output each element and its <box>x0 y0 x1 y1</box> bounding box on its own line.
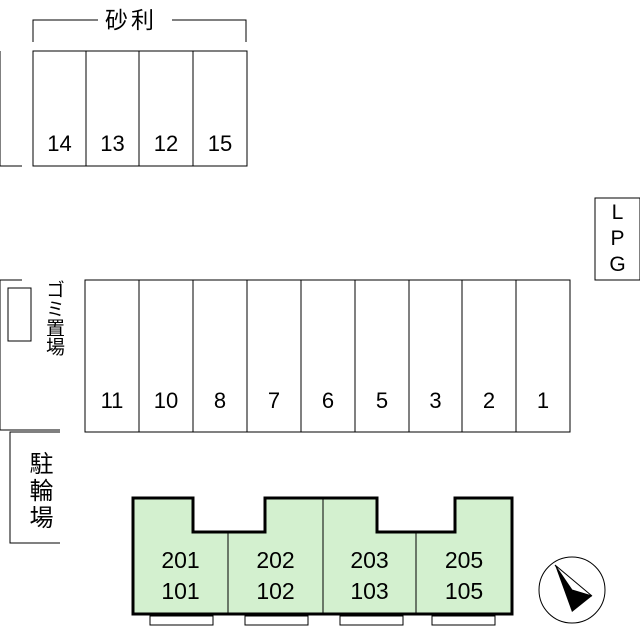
parking-space-label: 8 <box>213 388 227 413</box>
unit-number-upper: 203 <box>350 547 389 573</box>
unit-number-upper: 202 <box>256 547 295 573</box>
parking-space-label: 10 <box>153 388 179 413</box>
step <box>339 615 404 626</box>
north-arrow-icon <box>538 556 606 624</box>
parking-space-label: 1 <box>536 388 550 413</box>
parking-space-label: 15 <box>207 131 233 156</box>
parking-space-label: 2 <box>482 388 496 413</box>
parking-space-label: 11 <box>100 388 124 413</box>
garbage-box <box>7 287 32 342</box>
gravel-parking-block <box>32 50 248 167</box>
gravel-bracket <box>32 19 247 42</box>
unit-number-lower: 101 <box>161 578 200 604</box>
parking-space-label: 7 <box>267 388 281 413</box>
parking-space-label: 5 <box>375 388 389 413</box>
gravel-label: 砂利 <box>105 7 157 33</box>
unit-number-lower: 105 <box>444 578 484 604</box>
step <box>244 615 309 626</box>
boundary-line-top <box>0 51 22 167</box>
parking-space-label: 13 <box>100 131 125 156</box>
step <box>431 615 496 626</box>
unit-number-upper: 205 <box>444 547 484 573</box>
bicycle-label: 駐輪場 <box>25 451 52 532</box>
step <box>149 615 214 626</box>
boundary-line-left <box>0 279 60 431</box>
lpg-label: LPG <box>606 201 629 279</box>
unit-number-lower: 102 <box>256 578 295 604</box>
unit-number-lower: 103 <box>350 578 389 604</box>
garbage-label: ゴミ置場 <box>43 280 64 356</box>
lpg-box <box>594 197 640 281</box>
parking-space-label: 12 <box>153 131 179 156</box>
parking-space-label: 6 <box>321 388 335 413</box>
front-parking-block <box>84 279 571 433</box>
parking-space-label: 3 <box>429 388 442 413</box>
unit-number-upper: 201 <box>161 547 200 573</box>
bicycle-parking-outline <box>9 431 60 544</box>
front-parking-dividers <box>138 280 517 432</box>
parking-space-label: 14 <box>47 131 72 156</box>
